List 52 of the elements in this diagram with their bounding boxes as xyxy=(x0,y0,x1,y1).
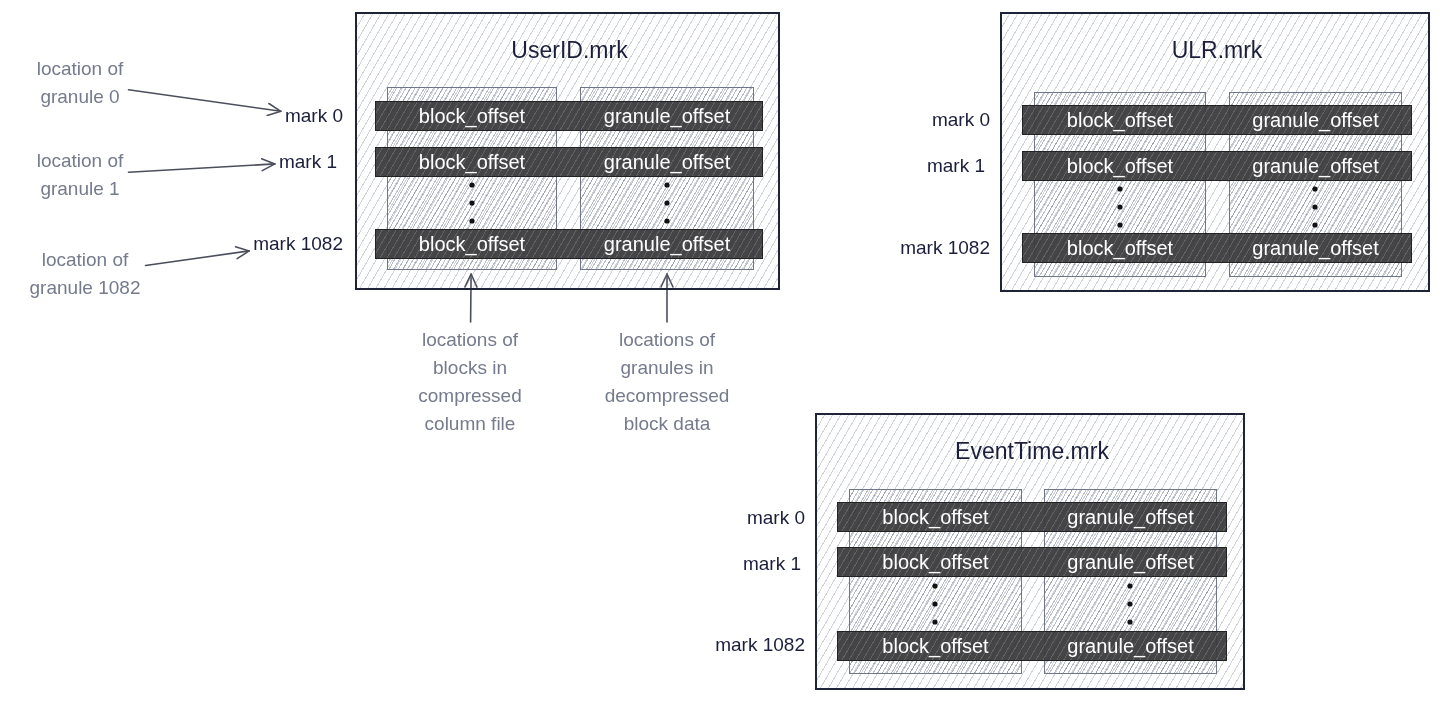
mark-label: mark 1082 xyxy=(715,634,805,656)
offset-label: granule_offset xyxy=(1252,108,1379,134)
entry-bar xyxy=(375,229,763,259)
arrow xyxy=(127,89,282,117)
arrow xyxy=(144,245,250,267)
offset-label: granule_offset xyxy=(603,104,731,130)
offset-label: block_offset xyxy=(418,104,526,130)
entry-bar xyxy=(1022,151,1412,181)
entry-bar xyxy=(837,502,1227,532)
entry-bar xyxy=(837,631,1227,661)
offset-label: granule_offset xyxy=(1067,505,1194,531)
entry-bar xyxy=(1022,233,1412,263)
file-title: ULR.mrk xyxy=(1171,36,1263,64)
mark-label: mark 0 xyxy=(931,109,990,131)
offset-label: granule_offset xyxy=(1067,634,1194,660)
mark-label: mark 1082 xyxy=(900,237,990,259)
offset-label: block_offset xyxy=(1066,236,1174,262)
offset-label: block_offset xyxy=(418,232,526,258)
offset-label: granule_offset xyxy=(1252,236,1379,262)
entry-bar xyxy=(375,147,763,177)
offset-label: granule_offset xyxy=(603,232,731,258)
file-panel xyxy=(355,12,780,290)
mark-label: mark 1 xyxy=(278,151,337,173)
mark-label: mark 0 xyxy=(284,105,343,127)
entry-bar xyxy=(375,101,763,131)
mark-label: mark 1 xyxy=(742,553,801,575)
mark-label: mark 1082 xyxy=(253,233,343,255)
arrow xyxy=(127,157,276,173)
file-panel xyxy=(1000,12,1430,292)
arrow xyxy=(464,273,478,323)
file-title: UserID.mrk xyxy=(511,36,628,64)
mark-label: mark 1 xyxy=(926,155,985,177)
annotation-text: location of granule 0 xyxy=(35,55,125,111)
annotation-text: locations of granules in decompressed block data xyxy=(603,326,731,438)
file-title: EventTime.mrk xyxy=(955,437,1109,465)
mark-label: mark 0 xyxy=(746,507,805,529)
annotation-text: locations of blocks in compressed column file xyxy=(417,326,523,438)
offset-label: block_offset xyxy=(882,550,989,576)
offset-label: block_offset xyxy=(882,634,989,660)
offset-label: granule_offset xyxy=(603,150,731,176)
file-panel xyxy=(815,413,1245,690)
offset-label: granule_offset xyxy=(1252,154,1379,180)
offset-label: block_offset xyxy=(1066,154,1174,180)
annotation-text: location of granule 1082 xyxy=(28,246,142,302)
offset-label: block_offset xyxy=(418,150,526,176)
offset-label: block_offset xyxy=(882,505,989,531)
arrow xyxy=(660,273,674,323)
entry-bar xyxy=(1022,105,1412,135)
entry-bar xyxy=(837,547,1227,577)
annotation-text: location of granule 1 xyxy=(35,147,125,203)
offset-label: granule_offset xyxy=(1067,550,1194,576)
offset-label: block_offset xyxy=(1066,108,1174,134)
